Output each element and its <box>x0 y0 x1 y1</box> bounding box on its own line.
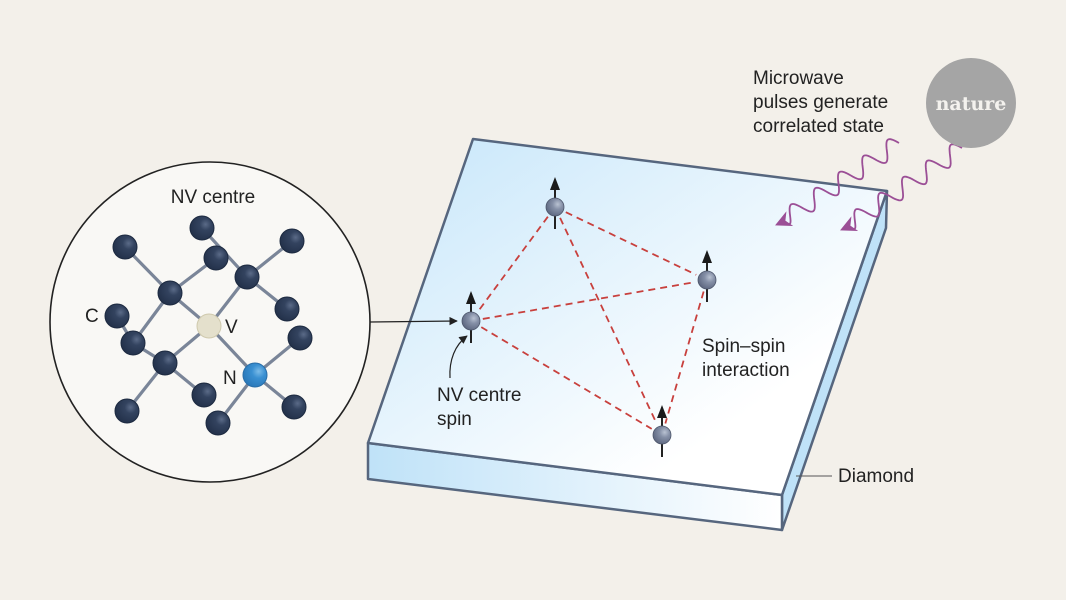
microwave-pulses <box>775 138 963 232</box>
spin-up-arrow-icon <box>702 250 712 263</box>
spin-top <box>545 177 565 229</box>
carbon-atom <box>104 303 130 329</box>
carbon-atom <box>114 398 140 424</box>
nv-spin-label-line-1: NV centre <box>437 385 521 406</box>
nv-spin-label-line-2: spin <box>437 409 472 430</box>
spin-right <box>697 250 717 302</box>
carbon-atom <box>274 296 300 322</box>
spin-spin-label-line-1: Spin–spin <box>702 336 785 357</box>
carbon-atom <box>279 228 305 254</box>
vacancy-site <box>196 313 222 339</box>
diamond-slab <box>366 137 889 532</box>
carbon-atom <box>191 382 217 408</box>
lattice-atoms <box>104 215 313 436</box>
spin-up-arrow-icon <box>550 177 560 190</box>
nv-spin-callout-arrow <box>449 335 468 379</box>
spin-particle <box>461 311 481 331</box>
carbon-atom <box>120 330 146 356</box>
carbon-atom <box>281 394 307 420</box>
spin-up-arrow-icon <box>657 405 667 418</box>
spin-spin-interactions <box>477 211 705 430</box>
vacancy-label: V <box>225 317 238 338</box>
inset-title: NV centre <box>171 187 255 208</box>
interaction-line-left-bottom <box>480 326 653 430</box>
carbon-atom <box>287 325 313 351</box>
nitrogen-atom <box>242 362 268 388</box>
diamond-label: Diamond <box>838 466 914 487</box>
spin-particle <box>545 197 565 217</box>
spin-up-arrow-icon <box>466 291 476 304</box>
spin-bottom <box>652 405 672 457</box>
spin-particle <box>652 425 672 445</box>
nature-logo-text: nature <box>936 93 1007 115</box>
nature-logo: nature <box>926 58 1016 148</box>
carbon-atom <box>234 264 260 290</box>
spin-left <box>461 291 481 343</box>
interaction-line-right-bottom <box>664 291 705 424</box>
interaction-line-top-right <box>565 211 697 276</box>
nitrogen-label: N <box>223 368 237 389</box>
nv-spins <box>461 177 717 457</box>
nv-spin-label: NV centre spin <box>437 385 527 430</box>
carbon-atom <box>203 245 229 271</box>
inset-pointer-line <box>369 316 458 326</box>
nv-centre-inset: NV centre C V N <box>49 161 371 483</box>
microwave-label-line-3: correlated state <box>753 116 884 137</box>
nature-badge <box>926 58 1016 148</box>
microwave-label: Microwave pulses generate correlated sta… <box>753 68 894 137</box>
microwave-label-line-1: Microwave <box>753 68 844 89</box>
carbon-atom <box>205 410 231 436</box>
microwave-label-line-2: pulses generate <box>753 92 888 113</box>
spin-spin-label-line-2: interaction <box>702 360 790 381</box>
interaction-line-top-left <box>477 216 549 312</box>
interaction-line-top-bottom <box>559 217 658 425</box>
carbon-label: C <box>85 306 99 327</box>
microwave-wave-1 <box>775 138 900 227</box>
carbon-atom <box>152 350 178 376</box>
spin-spin-label: Spin–spin interaction <box>702 336 791 381</box>
spin-particle <box>697 270 717 290</box>
carbon-atom <box>112 234 138 260</box>
carbon-atom <box>157 280 183 306</box>
microwave-wave-2 <box>840 143 963 232</box>
carbon-atom <box>189 215 215 241</box>
slab-top-face <box>366 137 889 497</box>
